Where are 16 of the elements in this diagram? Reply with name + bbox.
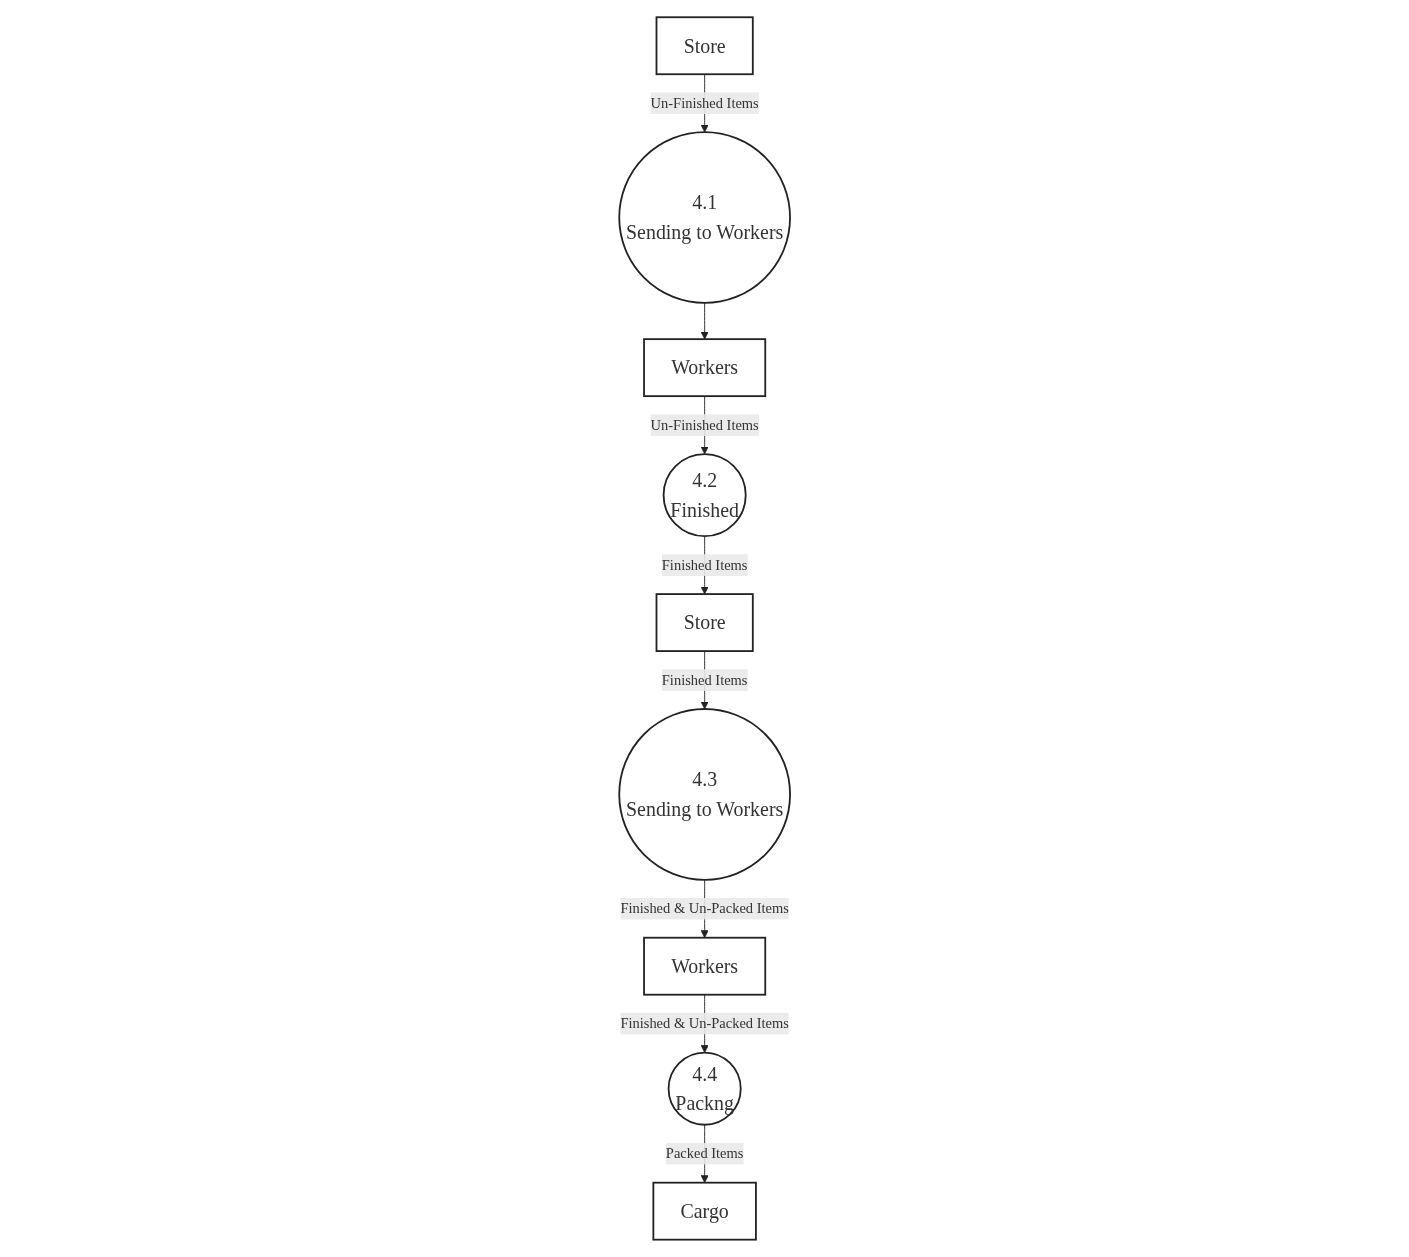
edge-label: Packed Items: [665, 1145, 744, 1162]
edge-label: Finished & Un-Packed Items: [620, 1015, 789, 1031]
node-box: Store: [655, 16, 754, 76]
edge-label: Finished Items: [661, 671, 748, 688]
edge-label: Un-Finished Items: [650, 417, 759, 433]
node-box: Cargo: [652, 1181, 757, 1241]
node-circle: 4.2 Finished: [662, 453, 747, 538]
node-box: Workers: [642, 338, 766, 398]
node-circle: 4.4 Packng: [667, 1051, 742, 1126]
node-box: Workers: [642, 936, 766, 996]
node-circle: 4.3 Sending to Workers: [618, 708, 791, 881]
node-box: Store: [655, 593, 754, 653]
edge-label: Finished Items: [661, 557, 748, 573]
node-circle: 4.1 Sending to Workers: [618, 131, 791, 304]
edge-label: Un-Finished Items: [650, 95, 759, 111]
edge-label: Finished & Un-Packed Items: [620, 900, 789, 917]
